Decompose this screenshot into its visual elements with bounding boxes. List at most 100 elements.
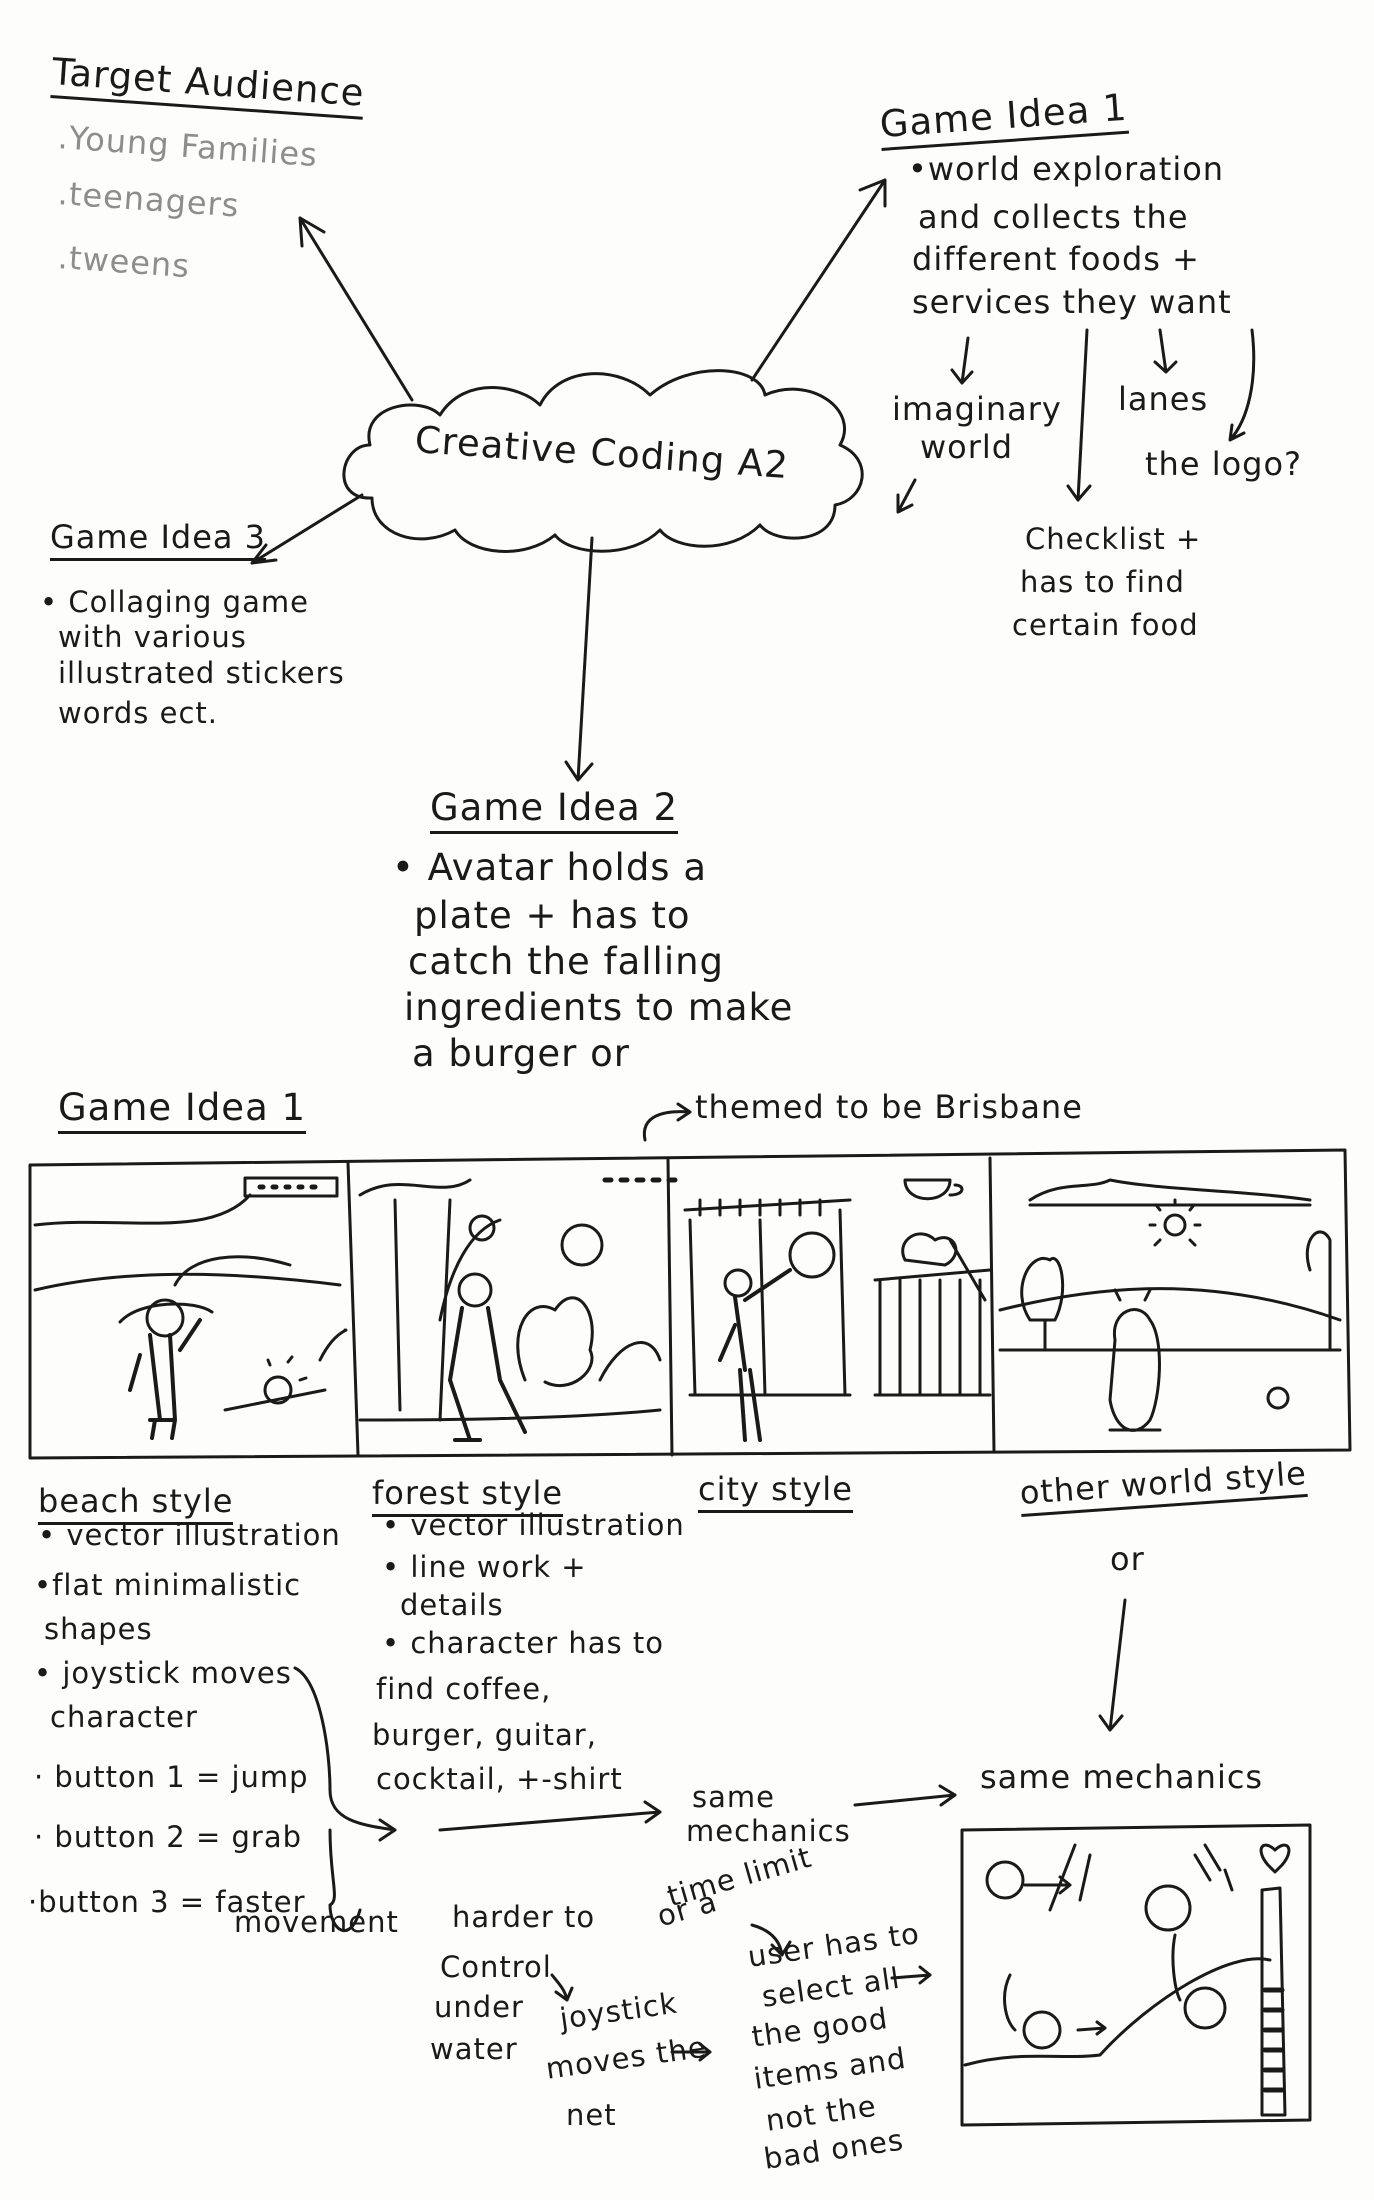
beach-char-head [145,1298,185,1338]
world-clouds [1028,1178,1312,1207]
idea2-title: Game Idea 2 [430,786,679,834]
arrow-time-limit [750,1923,792,1957]
style-label-city: city style [698,1470,853,1513]
forest-tree [358,1178,502,1422]
idea1-line-3: different foods + [912,240,1200,278]
idea3-line-4: words ect. [58,696,218,730]
idea3-line-2: with various [58,620,247,654]
arrow-lanes [1153,328,1178,374]
city-awning-lines [698,1198,822,1217]
forest-bushes [358,1296,662,1422]
world-trees [1020,1230,1332,1352]
city-coffee-bubble [788,1231,836,1279]
beach-hud [243,1176,339,1198]
idea1-checklist-3: certain food [1012,608,1199,642]
arrow-imaginary [950,336,974,385]
idea3-line-3: illustrated stickers [58,656,345,690]
arrow-or-down [1098,1598,1127,1732]
city-fence [873,1268,992,1397]
beach-note-8: ·button 3 = faster [28,1885,306,1919]
beach-note-7: · button 2 = grab [34,1820,303,1854]
panel-divider-1 [346,1161,360,1457]
harder-1: harder to [452,1900,596,1934]
arrow-to-target [298,216,414,402]
style-label-forest: forest style [372,1474,564,1517]
mini-heart [1259,1843,1291,1874]
world-sun-rays [1148,1198,1202,1247]
world-sun [1163,1213,1187,1237]
arrow-harder [550,1973,574,2002]
forest-note-3: details [400,1588,504,1622]
arrow-to-idea2 [564,536,594,782]
harder-4: water [430,2032,518,2066]
forest-char-body [448,1306,527,1442]
panel-divider-3 [988,1156,996,1454]
beach-lines [33,1193,342,1292]
idea1-checklist-2: has to find [1020,565,1185,599]
mini-gauge-fill [1262,1987,1285,2093]
mini-gauge [1260,1886,1287,2117]
same-mechanics-right: same mechanics [980,1758,1264,1796]
forest-note-1: • vector illustration [382,1508,685,1542]
forest-ring [560,1223,604,1267]
city-cup [903,1178,964,1201]
beach-note-2: •flat minimalistic [34,1568,302,1602]
arrow-to-same-mid [438,1800,662,1832]
idea1-line-2: and collects the [918,198,1189,236]
or-label: or [1110,1540,1145,1578]
beach-note-9: movement [234,1905,399,1939]
idea2-line-2: plate + has to [414,894,691,937]
style-label-beach: beach style [38,1482,234,1525]
mini-arrow-2 [1076,2020,1107,2036]
idea1-imaginary-1: imaginary [892,390,1062,428]
storyboard-title: Game Idea 1 [58,1086,307,1134]
harder-3: under [434,1990,524,2024]
beach-note-6: · button 1 = jump [34,1760,309,1794]
arrow-select [890,1965,932,1985]
idea1-line-4: services they want [912,283,1232,321]
storyboard-frame [28,1148,1352,1460]
idea2-line-4: ingredients to make [404,986,794,1029]
city-awning [683,1198,852,1397]
mini-ground [963,1957,1272,2067]
world-skull [1266,1386,1290,1410]
beach-note-1: • vector illustration [38,1518,341,1552]
beach-note-4: • joystick moves [34,1656,292,1690]
forest-note-5: find coffee, [376,1672,552,1706]
theme-note: themed to be Brisbane [695,1088,1083,1126]
mini-screen [960,1823,1312,2127]
idea2-line-5: a burger or [412,1032,631,1075]
theme-arrow [642,1102,692,1142]
forest-note-6: burger, guitar, [372,1718,597,1752]
world-character [1108,1288,1162,1432]
mini-lines [1048,1843,1234,1912]
world-hills [998,1287,1342,1352]
beach-char-body [128,1318,202,1440]
forest-char-head [457,1272,493,1308]
arrow-net [670,2042,712,2062]
center-cloud-shape [342,369,864,553]
idea3-line-1: • Collaging game [40,585,309,619]
beach-brace [293,1666,397,1933]
panel-divider-2 [666,1158,674,1457]
forest-note-4: • character has to [382,1626,665,1660]
same-mechanics-mid-1: same [692,1780,775,1814]
idea3-title: Game Idea 3 [50,518,267,561]
idea1-checklist-1: Checklist + [1025,522,1202,556]
beach-ball [263,1375,293,1405]
beach-note-3: shapes [44,1612,153,1646]
forest-note-2: • line work + [382,1550,587,1584]
idea1-line-1: •world exploration [908,150,1225,188]
arrow-logo [1228,328,1256,442]
harder-2: Control [440,1950,552,1984]
idea2-line-1: • Avatar holds a [392,846,708,889]
joystick-net-3: net [566,2098,617,2132]
mini-coin-2 [1144,1884,1192,1932]
forest-badge [468,1214,496,1242]
city-char-body [718,1268,792,1442]
arrow-mid-to-right [853,1784,957,1807]
beach-note-5: character [50,1700,198,1734]
mini-coin-1 [985,1860,1025,1900]
